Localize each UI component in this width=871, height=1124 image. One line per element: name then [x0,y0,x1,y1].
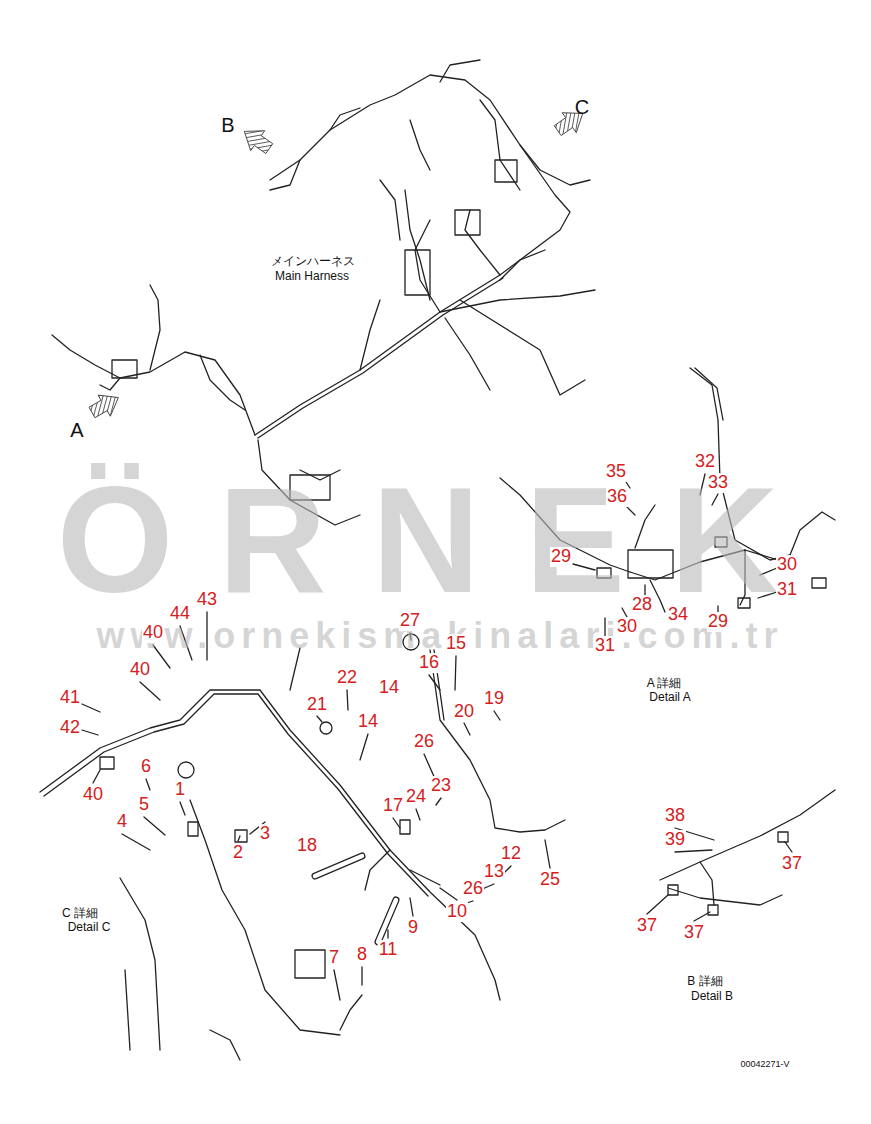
callout-number: 4 [116,812,128,832]
callout-number: 29 [707,612,729,632]
callout-number: 6 [140,757,152,777]
callout-number: 7 [328,948,340,968]
callout-number: 24 [405,787,427,807]
callout-number: 12 [500,844,522,864]
callout-number: 26 [413,732,435,752]
callout-number: 5 [138,795,150,815]
callout-number: 30 [776,555,798,575]
callout-number: 15 [445,634,467,654]
callout-number: 26 [462,879,484,899]
callout-number: 21 [306,695,328,715]
callout-number: 29 [550,547,572,567]
callout-number: 40 [142,623,164,643]
callout-number: 44 [169,604,191,624]
callout-number: 14 [378,678,400,698]
callout-number: 16 [418,653,440,673]
callout-number: 30 [616,617,638,637]
callout-number: 23 [430,776,452,796]
callout-number: 32 [694,452,716,472]
callout-number: 40 [82,785,104,805]
callout-number: 18 [296,836,318,856]
callout-number: 1 [174,780,186,800]
callout-number: 19 [483,689,505,709]
callout-number: 25 [539,870,561,890]
detail-title: C 詳細 [62,907,98,920]
detail-title: A 詳細 [647,677,682,690]
callout-number: 38 [664,806,686,826]
callout-number: 10 [446,902,468,922]
view-letter: B [221,114,234,136]
drawing-number: 00042271-V [740,1060,789,1070]
part-name: Main Harness [275,270,349,283]
callout-number: 39 [664,830,686,850]
detail-title: B 詳細 [687,975,722,988]
callout-number: 33 [707,473,729,493]
callout-number: 42 [59,718,81,738]
callout-number: 27 [399,611,421,631]
callout-number: 40 [129,660,151,680]
callout-number: 9 [407,918,419,938]
detail-title: Detail A [649,691,690,704]
callout-number: 31 [776,580,798,600]
view-letter: C [575,96,589,118]
callout-number: 37 [781,854,803,874]
detail-title: Detail B [691,990,733,1003]
callout-number: 2 [232,843,244,863]
callout-number: 43 [196,590,218,610]
callout-number: 17 [382,796,404,816]
callout-number: 11 [378,940,399,960]
callout-number: 22 [336,668,358,688]
callout-number: 13 [483,862,505,882]
part-name: メインハーネス [271,255,355,268]
callout-number: 41 [59,688,81,708]
callout-number: 28 [631,595,653,615]
callout-number: 20 [453,702,475,722]
callout-number: 35 [605,462,627,482]
callout-number: 36 [606,487,628,507]
callout-number: 3 [259,824,271,844]
callout-number: 14 [357,712,379,732]
callout-number: 31 [594,636,616,656]
callout-number: 37 [636,916,658,936]
callout-number: 37 [683,923,705,943]
detail-title: Detail C [68,921,111,934]
callout-number: 8 [356,945,368,965]
callout-number: 34 [667,605,689,625]
view-letter: A [70,419,83,441]
